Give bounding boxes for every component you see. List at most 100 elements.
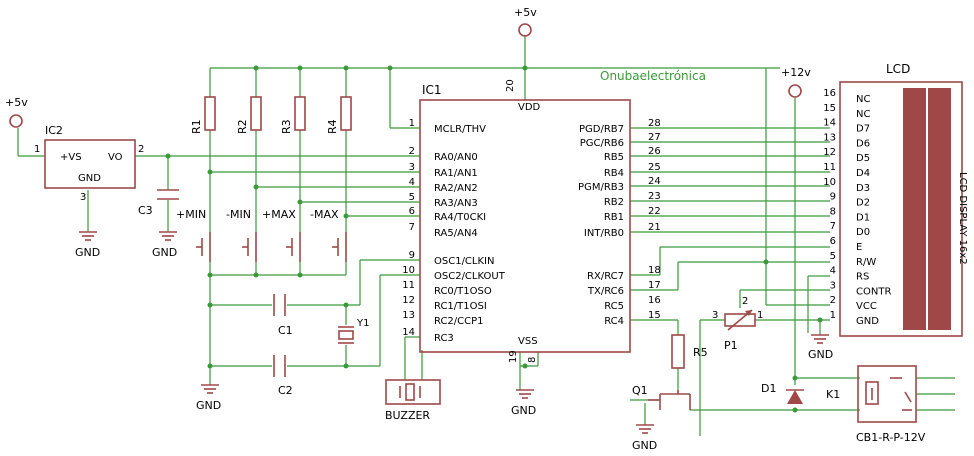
lcd-pin-name: NC xyxy=(856,109,870,120)
ic1-left-pin-name: OSC2/CLKOUT xyxy=(434,271,506,282)
p1-label: P1 xyxy=(724,339,738,352)
p1-pin3: 3 xyxy=(712,310,718,321)
ic2-name: IC2 xyxy=(45,124,63,137)
ic2-pin-out: 2 xyxy=(138,144,144,155)
ic1-right-pin-name: RB1 xyxy=(604,212,624,223)
junctions xyxy=(165,65,823,413)
button-plus-min: +MIN xyxy=(176,208,211,262)
lcd-pins: 16NC15NC14D713D612D511D410D39D28D17D06E5… xyxy=(823,88,891,327)
supply-5v-left-label: +5v xyxy=(5,96,28,109)
d1-label: D1 xyxy=(761,382,776,395)
r3-label: R3 xyxy=(280,119,293,134)
gnd-label-q1: GND xyxy=(632,439,657,452)
ic1-left-pin-name: RC1/T1OSI xyxy=(434,301,487,312)
ic1-right-pin-num: 17 xyxy=(648,280,661,291)
ic1-left-pin-num: 10 xyxy=(402,265,415,276)
ic2-out-label: VO xyxy=(108,152,123,163)
ic1-right-pin-name: RB5 xyxy=(604,152,624,163)
ic1-vdd: VDD xyxy=(518,102,541,113)
ic1-right-pin-name: RX/RC7 xyxy=(587,271,624,282)
lcd-pin-num: 12 xyxy=(823,147,836,158)
ic1-bottom-pin-b: 8 xyxy=(527,357,538,363)
lcd-module: LCD LCD DISPLAY 16x2 16NC15NC14D713D612D… xyxy=(823,62,968,337)
lcd-pin-num: 3 xyxy=(830,280,836,291)
relay-k1: K1 CB1-R-P-12V xyxy=(826,365,926,444)
gnd-label-ic1: GND xyxy=(511,404,536,417)
wires xyxy=(17,35,955,436)
button-minus-max: -MAX xyxy=(310,208,347,262)
lcd-pin-name: D5 xyxy=(856,153,870,164)
capacitor-c1: C1 xyxy=(273,294,293,337)
resistor-r4: R4 xyxy=(326,96,352,134)
button-plus-max: +MAX xyxy=(262,208,301,262)
lcd-pin-num: 8 xyxy=(830,206,836,217)
transistor-q1: Q1 xyxy=(632,384,691,410)
gnd-label-lcd: GND xyxy=(808,348,833,361)
ic1-left-pin-name: RC3 xyxy=(434,333,454,344)
lcd-name: LCD xyxy=(886,62,910,76)
ic1-left-pin-name: RA3/AN3 xyxy=(434,198,478,209)
ic1-left-pin-name: RC2/CCP1 xyxy=(434,316,484,327)
ground-symbols xyxy=(79,231,829,434)
c1-label: C1 xyxy=(278,324,293,337)
lcd-pin-name: NC xyxy=(856,94,870,105)
ic1-left-pin-num: 12 xyxy=(402,295,415,306)
resistor-r3: R3 xyxy=(280,96,306,134)
supply-12v-label: +12v xyxy=(781,66,811,79)
lcd-pin-name: VCC xyxy=(856,301,877,312)
resistor-r2: R2 xyxy=(236,96,262,134)
supply-12v: +12v xyxy=(781,66,811,98)
ic1-right-pins: 28PGD/RB727PGC/RB626RB525RB424PGM/RB323R… xyxy=(578,118,661,327)
lcd-pin-name: GND xyxy=(856,316,879,327)
ic1-left-pin-name: RA0/AN0 xyxy=(434,152,478,163)
lcd-pin-name: D2 xyxy=(856,198,870,209)
gnd-label-osc: GND xyxy=(196,399,221,412)
ic2-gnd-label: GND xyxy=(78,173,101,184)
q1-label: Q1 xyxy=(632,384,648,397)
c2-label: C2 xyxy=(278,384,293,397)
lcd-pin-name: CONTR xyxy=(856,286,891,297)
ic1-left-pin-num: 6 xyxy=(409,206,415,217)
lcd-pin-num: 9 xyxy=(830,192,836,203)
capacitor-c3: C3 xyxy=(138,189,179,217)
lcd-pin-num: 6 xyxy=(830,236,836,247)
ic1-right-pin-num: 16 xyxy=(648,295,661,306)
lcd-pin-name: D4 xyxy=(856,168,870,179)
lcd-pin-name: D3 xyxy=(856,183,870,194)
ic1-microcontroller: IC1 VDD 20 VSS 19 8 1MCLR/THV2RA0/AN03RA… xyxy=(402,79,660,363)
ic1-left-pin-name: RA4/T0CKI xyxy=(434,212,486,223)
lcd-pin-num: 14 xyxy=(823,118,836,129)
resistor-r1: R1 xyxy=(190,96,216,134)
ic1-left-pins: 1MCLR/THV2RA0/AN03RA1/AN14RA2/AN25RA3/AN… xyxy=(402,118,505,344)
ic1-name: IC1 xyxy=(422,83,442,97)
ic1-left-pin-name: RA5/AN4 xyxy=(434,228,478,239)
lcd-pin-name: D0 xyxy=(856,227,870,238)
r2-label: R2 xyxy=(236,119,249,134)
r4-label: R4 xyxy=(326,119,339,134)
lcd-pin-name: E xyxy=(856,242,862,253)
lcd-pin-name: R/W xyxy=(856,257,876,268)
y1-label: Y1 xyxy=(356,318,369,329)
lcd-pin-num: 4 xyxy=(830,266,836,277)
lcd-pin-name: D7 xyxy=(856,124,870,135)
crystal-y1: Y1 xyxy=(338,318,369,344)
r1-label: R1 xyxy=(190,119,203,134)
ic1-left-pin-name: MCLR/THV xyxy=(434,124,486,135)
watermark-text: Onubaelectrónica xyxy=(600,69,706,83)
ic1-left-pin-num: 7 xyxy=(409,222,415,233)
buzzer: BUZZER xyxy=(385,379,441,422)
resistor-r5: R5 xyxy=(671,334,708,369)
ic1-right-pin-name: INT/RB0 xyxy=(584,228,624,239)
ic1-left-pin-name: RA1/AN1 xyxy=(434,168,478,179)
ic1-right-pin-num: 27 xyxy=(648,132,661,143)
p1-pin1: 1 xyxy=(757,310,763,321)
ic1-left-pin-num: 1 xyxy=(409,118,415,129)
lcd-pin-name: D6 xyxy=(856,138,870,149)
supply-5v-top-label: +5v xyxy=(514,6,537,19)
ic1-right-pin-name: RB2 xyxy=(604,197,624,208)
lcd-pin-num: 15 xyxy=(823,103,836,114)
buzzer-label: BUZZER xyxy=(385,409,430,422)
lcd-pin-num: 2 xyxy=(830,295,836,306)
ic1-right-pin-num: 24 xyxy=(648,176,661,187)
ic1-left-pin-num: 9 xyxy=(409,250,415,261)
